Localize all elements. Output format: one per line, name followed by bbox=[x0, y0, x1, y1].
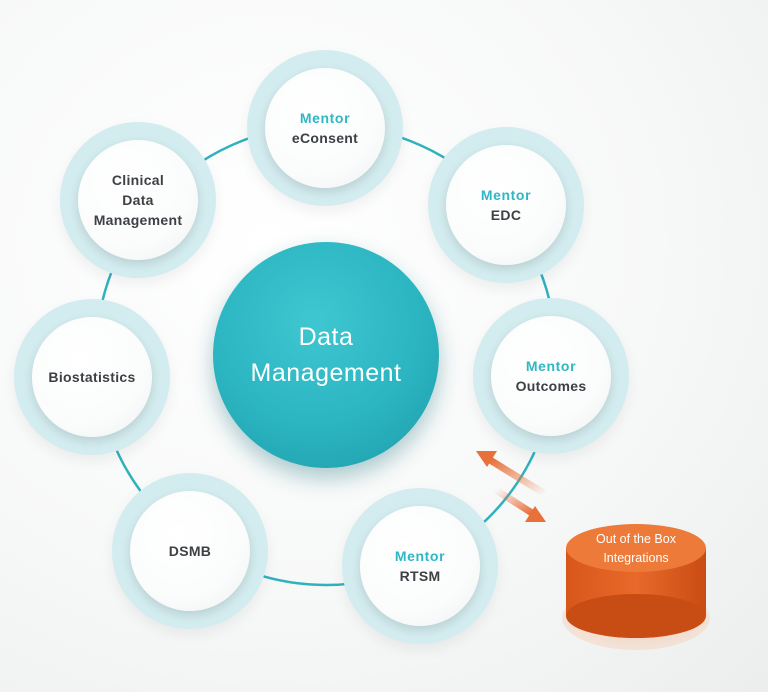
node-label: Outcomes bbox=[515, 378, 587, 394]
data-management-hub: Data Management bbox=[213, 242, 439, 468]
node-brand: Mentor bbox=[299, 110, 351, 126]
node-label: Biostatistics bbox=[48, 369, 136, 385]
integrations-cylinder bbox=[562, 524, 710, 650]
node-label: RTSM bbox=[399, 568, 441, 584]
arrow-up-left-icon bbox=[476, 451, 547, 497]
node-mentor-rtsm: Mentor RTSM bbox=[342, 488, 498, 644]
node-mentor-econsent: Mentor eConsent bbox=[247, 50, 403, 206]
arrow-down-right-icon bbox=[494, 487, 546, 522]
node-biostatistics: Biostatistics bbox=[14, 299, 170, 455]
node-brand: Mentor bbox=[480, 187, 532, 203]
hub-title: Data Management bbox=[250, 323, 402, 387]
node-label: Clinical Data Management bbox=[93, 172, 183, 228]
node-mentor-outcomes: Mentor Outcomes bbox=[473, 298, 629, 454]
node-brand: Mentor bbox=[525, 358, 577, 374]
node-dsmb: DSMB bbox=[112, 473, 268, 629]
node-clinical-data-management: Clinical Data Management bbox=[60, 122, 216, 278]
node-brand: Mentor bbox=[394, 548, 446, 564]
node-label: DSMB bbox=[168, 543, 212, 559]
integrations-title: Out of the Box Integrations bbox=[596, 532, 676, 565]
node-label: eConsent bbox=[291, 130, 359, 146]
node-mentor-edc: Mentor EDC bbox=[428, 127, 584, 283]
node-label: EDC bbox=[490, 207, 522, 223]
